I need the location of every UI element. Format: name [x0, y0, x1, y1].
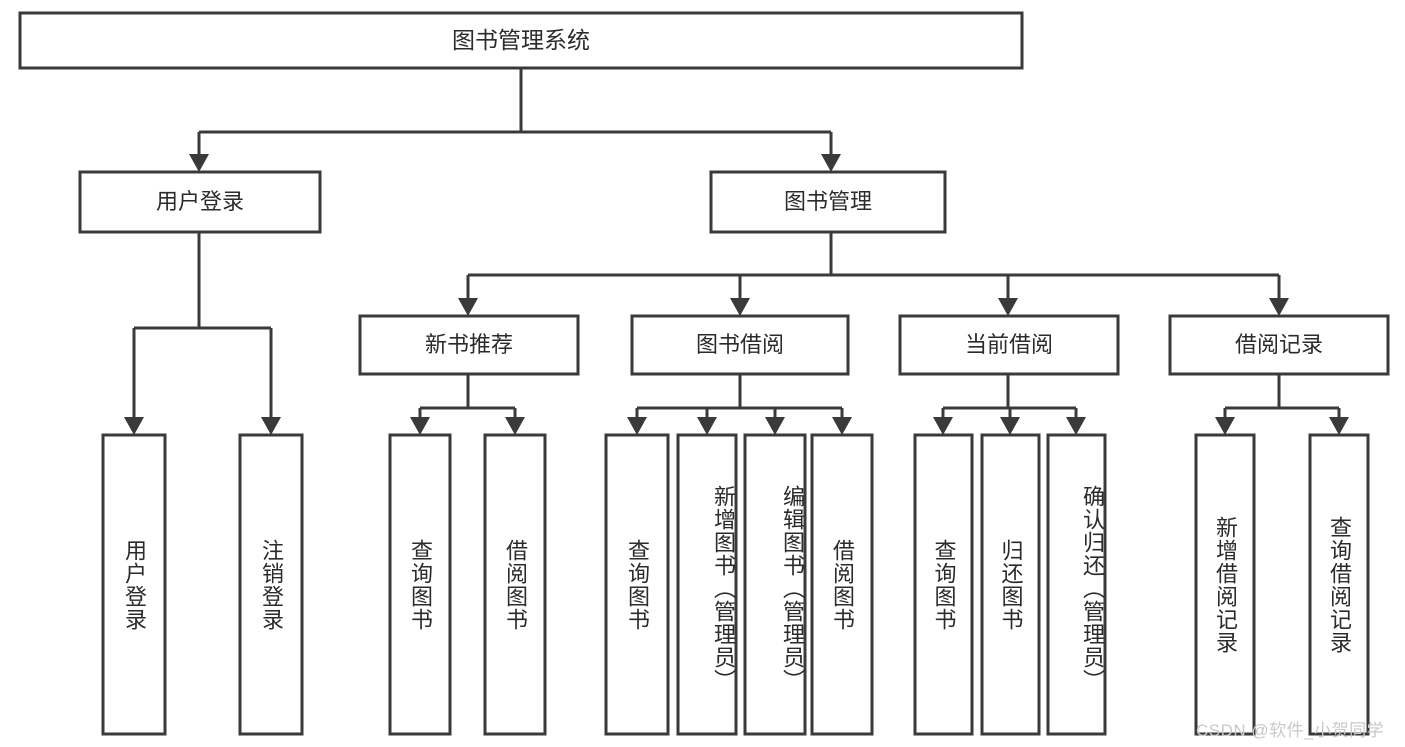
node-box-new-book-recommend[interactable] — [358, 314, 580, 376]
arrow-leaf-6 — [697, 417, 717, 435]
node-box-book-management[interactable] — [709, 170, 947, 234]
node-box-user-login[interactable] — [78, 170, 322, 234]
leaf-box-add-book-admin[interactable] — [676, 433, 738, 736]
arrow-leaf-9 — [933, 417, 953, 435]
leaf-box-return-book[interactable] — [980, 433, 1041, 736]
arrow-leaf-13 — [1329, 417, 1349, 435]
arrow-leaf-1 — [124, 417, 144, 435]
leaf-box-add-borrow-record[interactable] — [1194, 433, 1256, 736]
node-label-book-management: 图书管理 — [784, 189, 872, 214]
node-label-new-book-recommend: 新书推荐 — [425, 332, 513, 357]
arrowheads-layer — [124, 154, 1349, 435]
arrow-leaf-4 — [505, 417, 525, 435]
arrow-to-book-mgmt — [821, 154, 841, 172]
arrow-to-newbook — [458, 298, 478, 316]
arrow-leaf-7 — [765, 417, 785, 435]
arrow-leaf-2 — [261, 417, 281, 435]
leaf-box-borrow-book[interactable] — [810, 433, 874, 736]
arrow-leaf-10 — [1000, 417, 1020, 435]
leaf-box-user-login[interactable] — [101, 433, 167, 736]
arrow-leaf-11 — [1066, 417, 1086, 435]
csdn-watermark: CSDN @软件_小贺同学 — [1196, 721, 1385, 740]
node-label-root: 图书管理系统 — [452, 27, 590, 53]
node-label-borrow-record: 借阅记录 — [1235, 332, 1323, 357]
arrow-leaf-3 — [410, 417, 430, 435]
arrow-leaf-12 — [1215, 417, 1235, 435]
leaf-box-confirm-return-admin[interactable] — [1046, 433, 1107, 736]
arrow-to-borrow — [730, 298, 750, 316]
leaf-box-edit-book-admin[interactable] — [743, 433, 807, 736]
leaf-box-borrow-book-newbook[interactable] — [483, 433, 547, 736]
arrow-leaf-5 — [627, 417, 647, 435]
leaf-box-query-book-borrow[interactable] — [604, 433, 670, 736]
node-box-root[interactable] — [18, 11, 1024, 70]
leaf-box-query-book-newbook[interactable] — [388, 433, 452, 736]
leaf-box-query-book-current[interactable] — [913, 433, 974, 736]
node-label-current-borrow: 当前借阅 — [965, 332, 1053, 357]
node-label-book-borrow: 图书借阅 — [696, 332, 784, 357]
arrow-to-current — [998, 298, 1018, 316]
arrow-leaf-8 — [832, 417, 852, 435]
leaf-box-logout[interactable] — [238, 433, 304, 736]
arrow-to-record — [1269, 298, 1289, 316]
arrow-to-user-login — [189, 154, 209, 172]
node-box-current-borrow[interactable] — [898, 314, 1120, 376]
leaf-box-query-borrow-record[interactable] — [1308, 433, 1370, 736]
nodes-layer: 图书管理系统 用户登录 图书管理 新书推荐 图书借阅 当前借阅 借阅记录 — [18, 11, 1390, 736]
node-label-user-login: 用户登录 — [156, 189, 244, 214]
node-box-borrow-record[interactable] — [1168, 314, 1390, 376]
node-box-book-borrow[interactable] — [630, 314, 850, 376]
